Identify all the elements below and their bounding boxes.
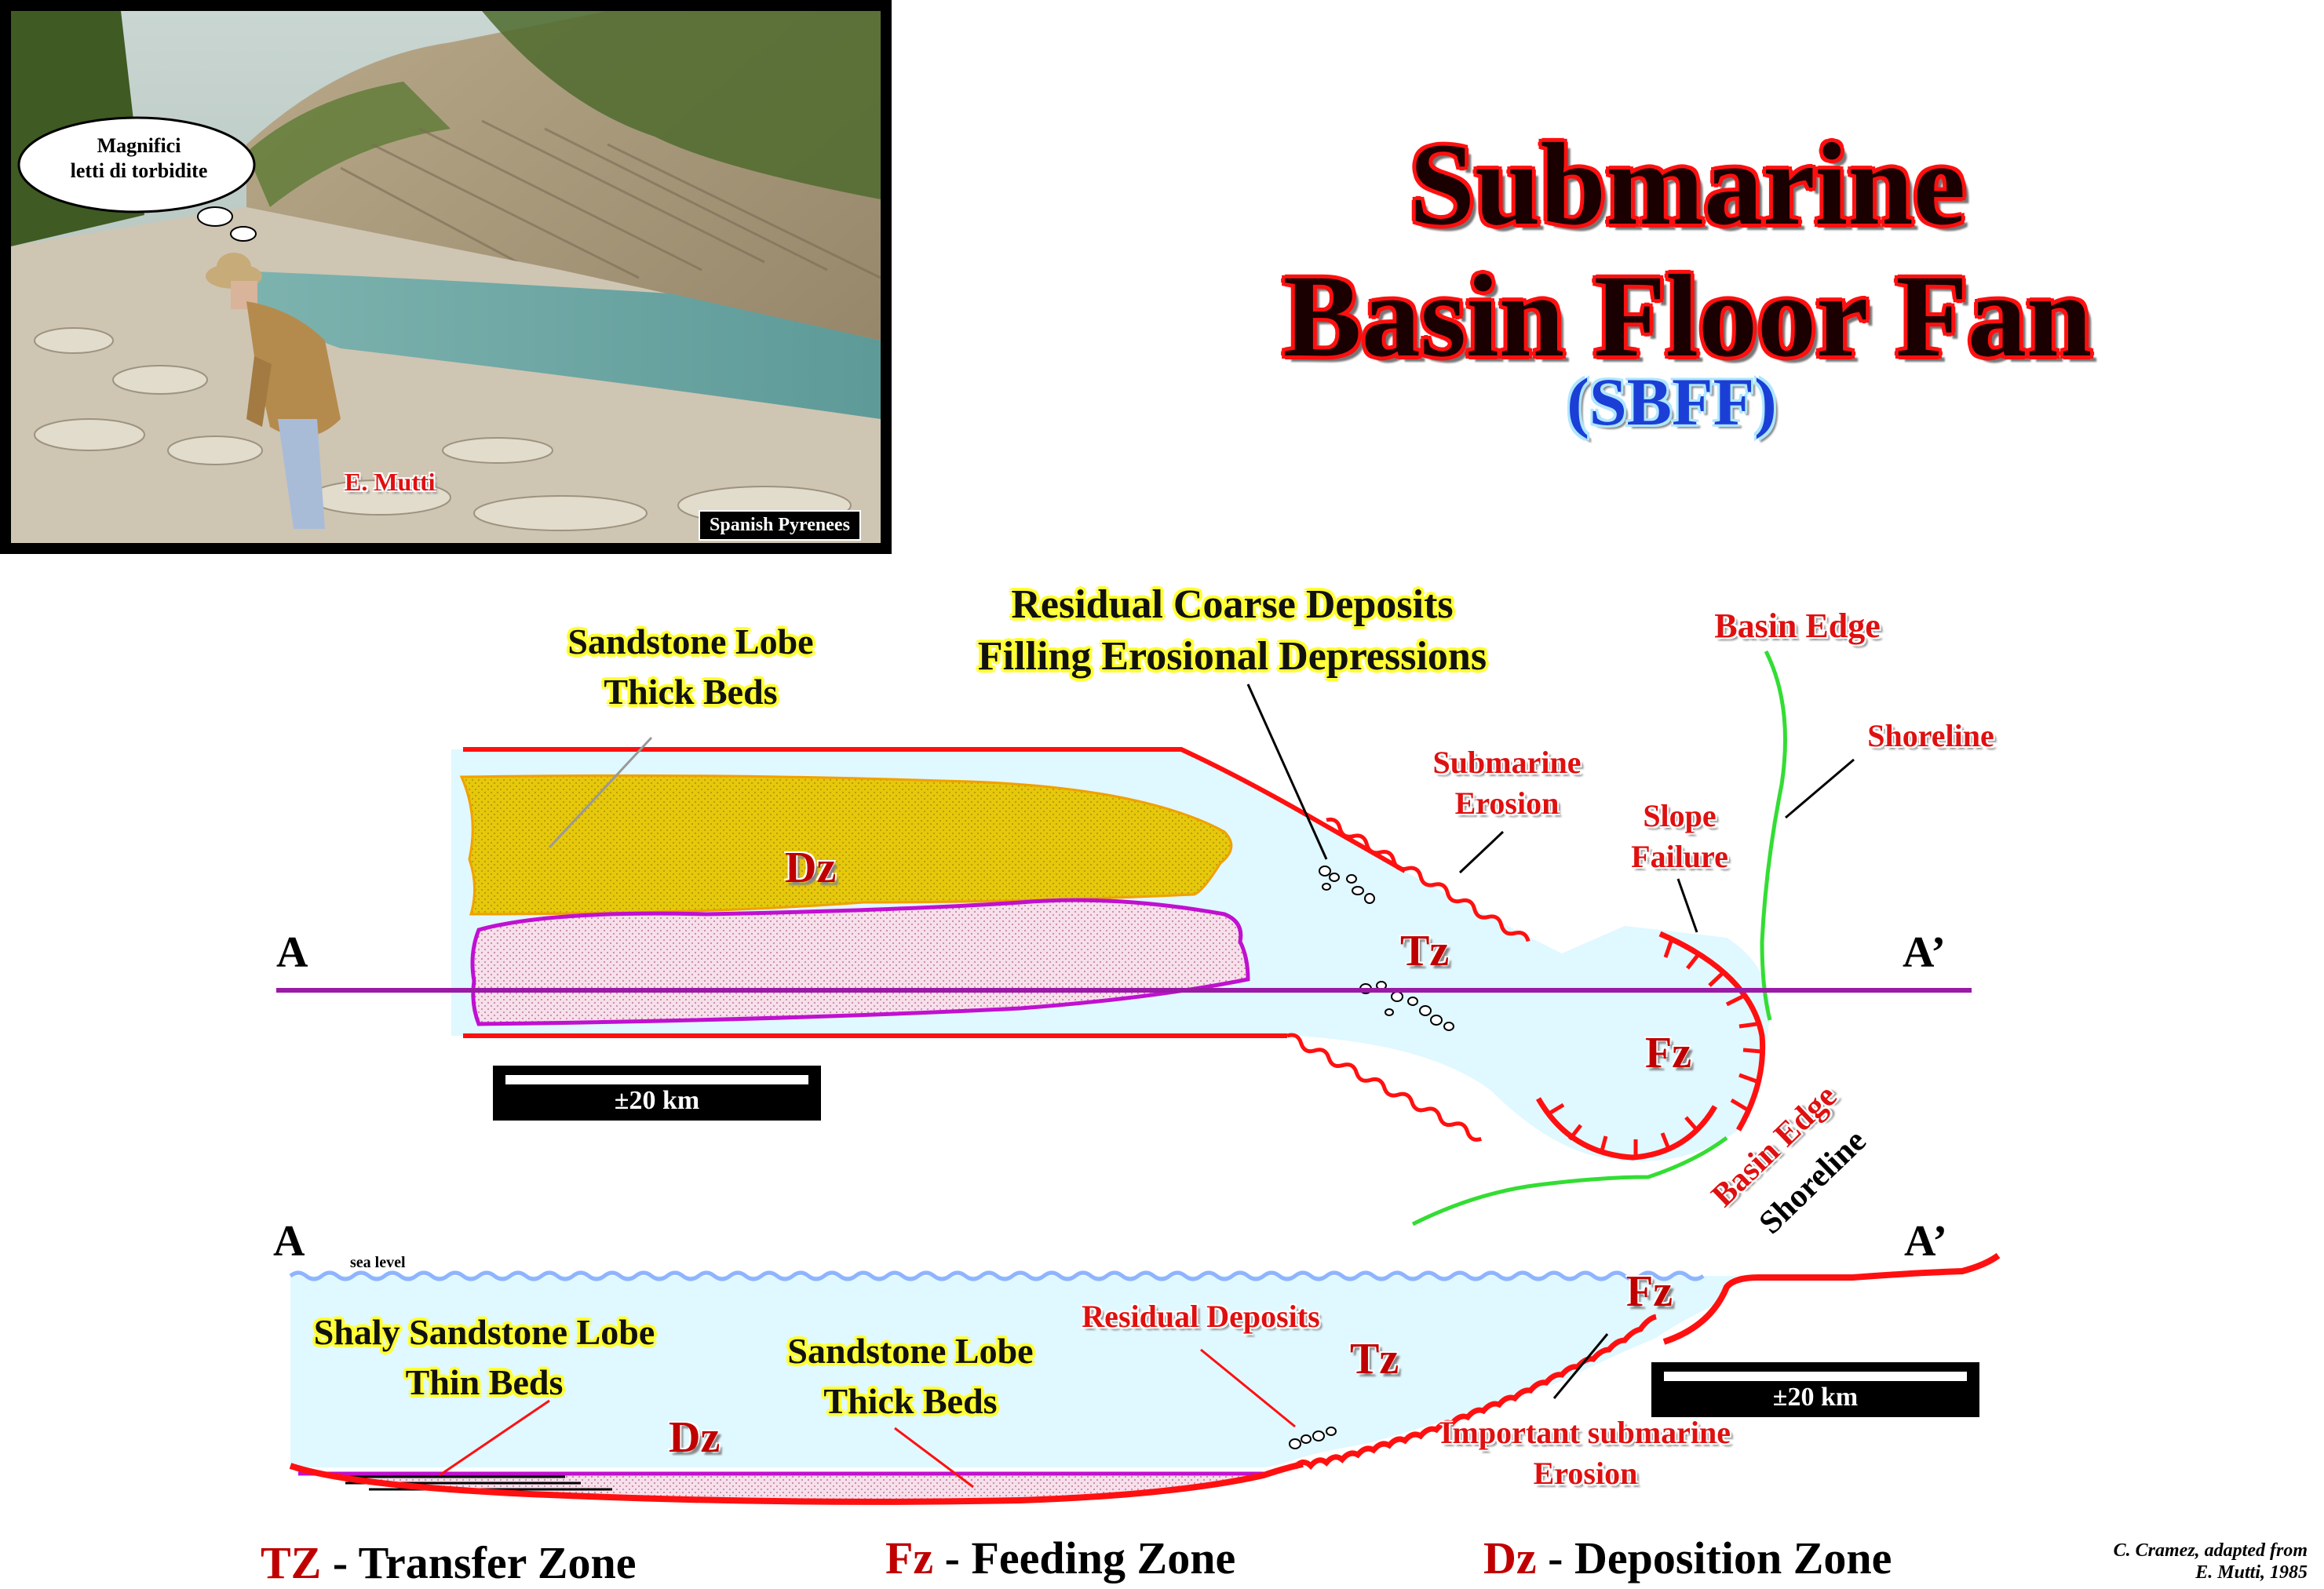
legend-text-dz: - Deposition Zone [1536,1533,1892,1584]
outcrop-photo-frame: Magnifici letti di torbidite E. Mutti Sp… [0,0,892,554]
label-shaly-lobe: Shaly Sandstone Lobe Thin Beds [284,1307,684,1408]
basin-floor-section [289,1461,1304,1505]
legend-code-fz: Fz [885,1533,934,1584]
leader-important-erosion [1552,1333,1609,1399]
legend-code-tz: TZ [261,1537,322,1588]
credit: C. Cramez, adapted from E. Mutti, 1985 [2009,1540,2308,1584]
shaly-lobe-line-2: Thin Beds [405,1362,564,1402]
leader-shaly-lobe [439,1399,550,1477]
submarine-erosion-bottom [1286,1033,1482,1142]
sandstone-lobe-section-line-2: Thick Beds [823,1381,998,1421]
label-important-erosion: Important submarine Erosion [1405,1412,1766,1494]
label-residual-deposits: Residual Deposits [1082,1299,1320,1334]
sandstone-lobe-section-line-1: Sandstone Lobe [787,1331,1034,1371]
legend-text-tz: - Transfer Zone [321,1537,637,1588]
scale-bar-plan: ±20 km [493,1066,821,1121]
title-line-2: Basin Floor Fan [1282,251,2092,381]
shoreline-plan-south [1411,1135,1728,1226]
zone-fz-section: Fz [1626,1267,1673,1316]
legend-code-dz: Dz [1483,1533,1537,1584]
section-start: A [273,1217,305,1266]
residual-coarse-line-1: Residual Coarse Deposits [1011,582,1454,627]
leader-shoreline [1785,758,1855,819]
zone-dz-section: Dz [669,1413,721,1462]
important-erosion-line-2: Erosion [1533,1456,1638,1491]
bubble-line-2: letti di torbidite [70,159,208,182]
zone-dz-plan: Dz [785,844,837,892]
leader-slope-failure [1676,878,1698,933]
outcrop-photo-illustration [11,11,881,543]
bubble-line-1: Magnifici [97,134,181,157]
thought-bubble [17,116,257,242]
legend-text-fz: - Feeding Zone [933,1533,1236,1584]
label-slope-failure: Slope Failure [1601,796,1758,877]
label-basin-edge-plan: Basin Edge [1714,607,1881,645]
section-end: A’ [1904,1217,1947,1266]
slope-failure-ticks [1663,938,1762,1112]
submarine-erosion-top [1326,817,1530,942]
leader-residual-coarse [1246,683,1328,860]
legend-deposition-zone: Dz - Deposition Zone [1483,1532,1892,1584]
title-abbrev: (SBFF) [1567,364,1777,439]
thought-bubble-text: Magnifici letti di torbidite [25,133,253,184]
label-sandstone-lobe-section: Sandstone Lobe Thick Beds [746,1326,1075,1427]
basin-edge-step-section [1662,1252,2001,1345]
submarine-erosion-line-2: Erosion [1454,785,1560,821]
zone-tz-plan: Tz [1400,927,1450,975]
submarine-erosion-line-1: Submarine [1432,745,1582,780]
label-submarine-erosion: Submarine Erosion [1397,742,1617,824]
sandstone-lobe-plan [459,774,1233,916]
scale-bar-section-label: ±20 km [1772,1383,1859,1412]
scale-bar-plan-line [505,1075,808,1084]
credit-line-1: C. Cramez, adapted from [2113,1540,2308,1561]
slope-failure-line-1: Slope [1643,798,1717,833]
slope-failure-ticks-small [1546,1102,1698,1157]
title-line-1: Submarine [1409,119,1966,250]
label-sandstone-lobe-plan: Sandstone Lobe Thick Beds [502,617,879,717]
sandstone-lobe-line-1: Sandstone Lobe [567,621,814,661]
outcrop-photo: Magnifici letti di torbidite E. Mutti Sp… [11,11,881,543]
slope-failure-scarp-small [1535,1097,1718,1161]
shoreline-plan [1760,650,1787,1021]
residual-coarse-line-2: Filling Erosional Depressions [977,634,1487,679]
plan-section-start: A [276,928,308,977]
zone-tz-section: Tz [1350,1335,1399,1383]
geologist-figure [206,253,341,529]
leader-submarine-erosion [1458,830,1505,874]
scale-bar-section: ±20 km [1651,1362,1979,1417]
important-erosion-line-1: Important submarine [1439,1415,1731,1450]
shaly-lobe-plan [470,898,1250,1026]
sea-level-label: sea level [350,1254,406,1271]
location-badge: Spanish Pyrenees [699,510,861,541]
credit-line-2: E. Mutti, 1985 [2195,1562,2308,1583]
basin-water-section [290,1276,1735,1467]
plan-section-end: A’ [1903,928,1946,977]
slope-failure-line-2: Failure [1631,839,1728,874]
scale-bar-plan-label: ±20 km [614,1086,700,1115]
scale-bar-section-line [1664,1372,1967,1381]
slope-failure-scarp-main [1658,931,1766,1132]
legend-transfer-zone: TZ - Transfer Zone [261,1536,637,1589]
leader-residual-deposits [1200,1348,1296,1428]
residual-deposits-pebbles [1289,1427,1337,1449]
label-residual-coarse: Residual Coarse Deposits Filling Erosion… [910,579,1554,683]
leader-sandstone-lobe-section [894,1427,974,1489]
cross-section [289,1252,2001,1505]
label-shoreline-plan: Shoreline [1867,718,1994,753]
zone-fz-plan: Fz [1645,1029,1692,1077]
person-label: E. Mutti [345,468,436,496]
sandstone-lobe-line-2: Thick Beds [604,672,778,712]
shaly-lobe-section [298,1474,1264,1503]
erosional-slope-section [1293,1314,1657,1471]
plan-view [276,650,1972,1226]
sea-level-line [289,1270,1705,1281]
shaly-lobe-line-1: Shaly Sandstone Lobe [313,1312,655,1352]
legend-feeding-zone: Fz - Feeding Zone [885,1532,1235,1584]
leader-sandstone-lobe [548,736,653,849]
